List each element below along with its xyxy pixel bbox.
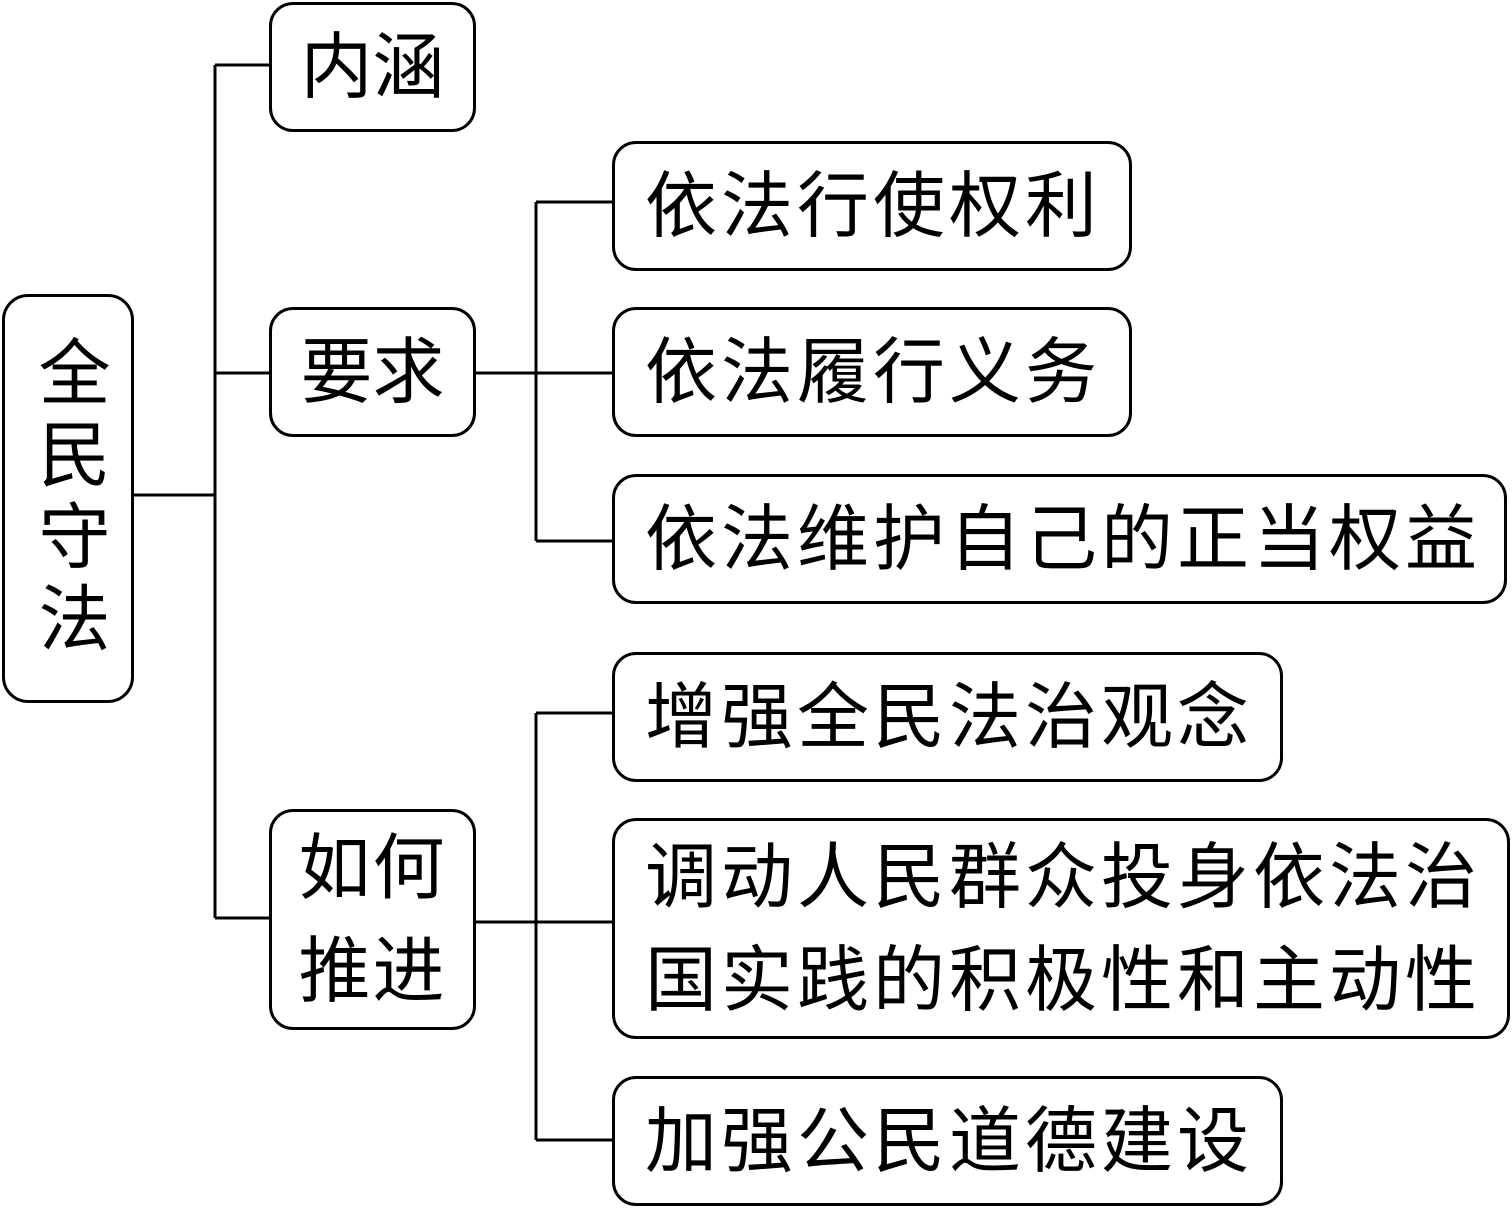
leaf-node-label: 依法维护自己的正当权益: [645, 497, 1482, 581]
branch-node-label: 要求: [300, 330, 445, 414]
leaf-node: 增强全民法治观念: [612, 652, 1283, 782]
branch-node-neihan: 内涵: [269, 2, 476, 132]
leaf-node-label: 依法履行义务: [645, 330, 1102, 414]
branch-node-yaoqiu: 要求: [269, 307, 476, 437]
leaf-node: 依法行使权利: [612, 141, 1132, 271]
root-node-label: 全民守法: [26, 334, 110, 663]
leaf-node-label: 依法行使权利: [645, 164, 1102, 248]
leaf-node: 加强公民道德建设: [612, 1076, 1283, 1206]
leaf-node-label: 调动人民群众投身依法治国实践的积极性和主动性: [645, 835, 1482, 1022]
branch-node-label: 如何推进: [298, 826, 447, 1013]
leaf-node: 调动人民群众投身依法治国实践的积极性和主动性: [612, 818, 1510, 1039]
branch-node-ruhe-tuijin: 如何推进: [269, 809, 476, 1030]
leaf-node: 依法维护自己的正当权益: [612, 474, 1507, 604]
leaf-node: 依法履行义务: [612, 307, 1132, 437]
leaf-node-label: 增强全民法治观念: [645, 675, 1254, 759]
branch-node-label: 内涵: [300, 25, 445, 109]
leaf-node-label: 加强公民道德建设: [645, 1099, 1254, 1183]
root-node: 全民守法: [2, 294, 134, 703]
